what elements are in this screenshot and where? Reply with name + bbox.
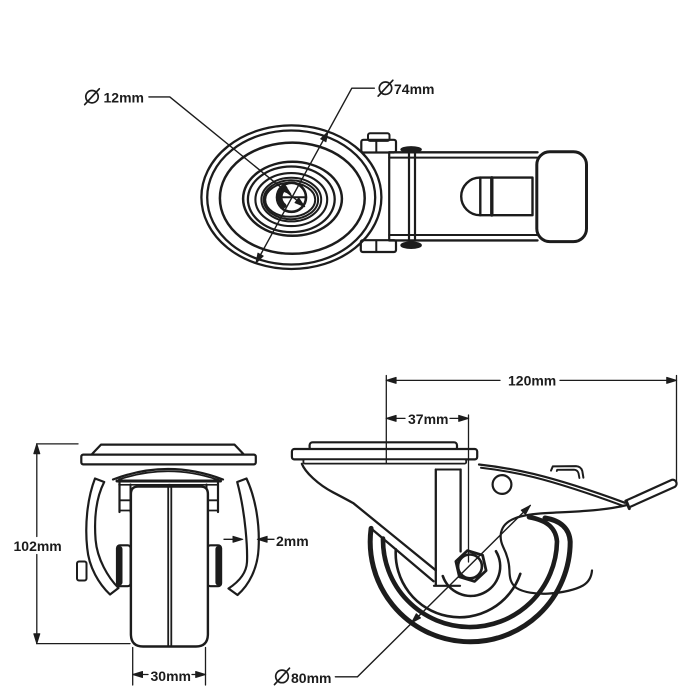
svg-text:30mm: 30mm: [151, 668, 191, 684]
svg-text:102mm: 102mm: [14, 538, 62, 554]
svg-text:74mm: 74mm: [394, 81, 434, 97]
svg-text:80mm: 80mm: [291, 670, 331, 686]
svg-text:12mm: 12mm: [104, 90, 144, 106]
svg-text:37mm: 37mm: [408, 411, 448, 427]
svg-text:2mm: 2mm: [276, 533, 309, 549]
svg-text:120mm: 120mm: [508, 373, 556, 389]
